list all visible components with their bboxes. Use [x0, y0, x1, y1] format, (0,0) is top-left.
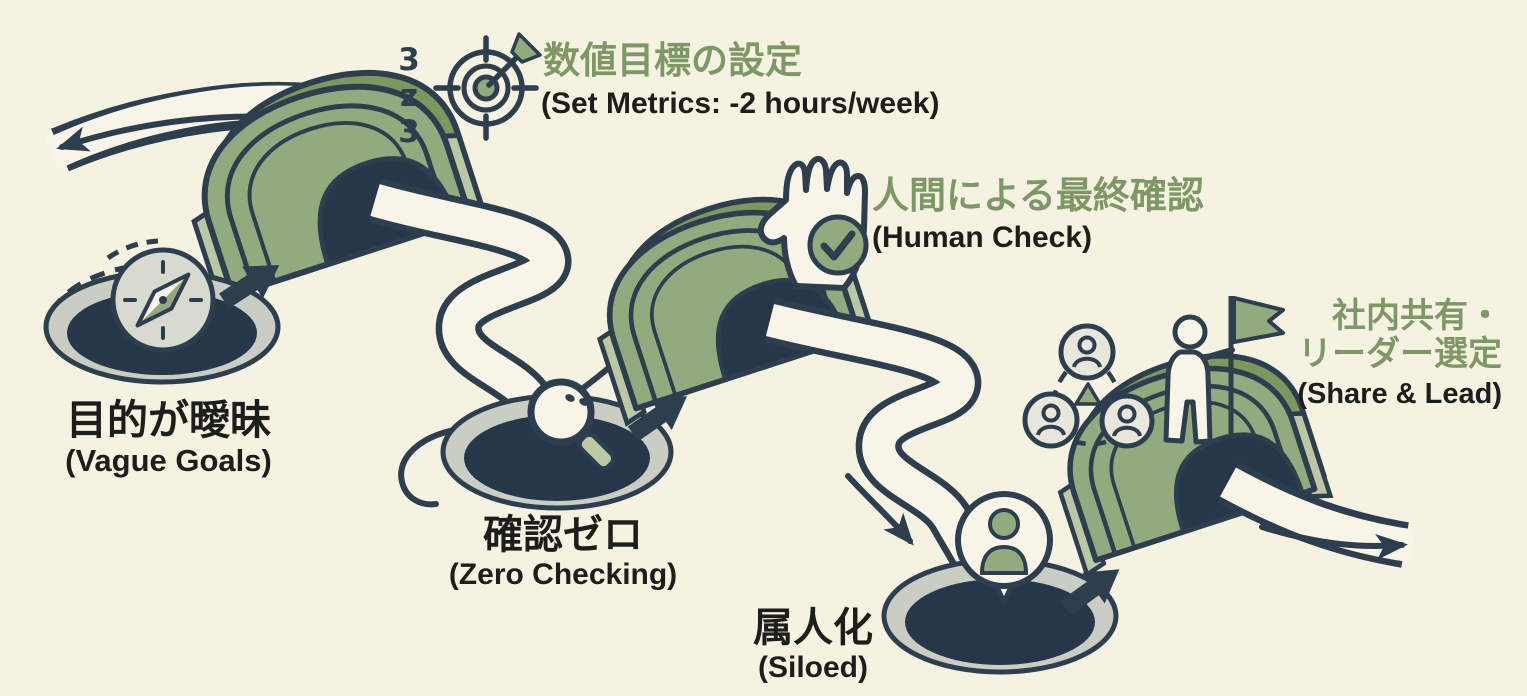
pitfall-hole-3 [881, 491, 1119, 675]
network-member [1099, 393, 1155, 449]
exit-direction-arrow [1259, 524, 1408, 560]
check-mark [820, 230, 856, 261]
flag-leader-icon [1163, 296, 1285, 445]
network-member [1058, 323, 1116, 381]
zzz-char: 3 [398, 114, 420, 150]
path-segment-2 [764, 297, 995, 571]
pitfall-1-label-en: (Vague Goals) [65, 442, 272, 478]
solution-3-title: 社内共有・ リーダー選定 (Share & Lead) [1262, 297, 1502, 411]
bridge-1 [164, 44, 487, 311]
person-bubble-icon [955, 491, 1053, 608]
pitfall-1-label-jp: 目的が曖昧 [66, 397, 271, 443]
solution-3-title-en: (Share & Lead) [1297, 378, 1502, 411]
pitfall-3-label-jp: 属人化 [753, 606, 873, 650]
zzz-char: z [399, 78, 419, 114]
pitfall-2-label-en: (Zero Checking) [448, 557, 678, 591]
solution-2-title-en: (Human Check) [872, 221, 1093, 254]
solution-2-title-jp: 人間による最終確認 [872, 175, 1204, 216]
pitfall-hole-1 [43, 238, 290, 385]
pitfall-3-label: 属人化 (Siloed) [723, 606, 903, 684]
magnifier-icon [527, 378, 616, 471]
pitfall-2-label-jp: 確認ゼロ [483, 513, 643, 557]
zzz-char: 3 [398, 42, 420, 78]
network-member [1022, 391, 1080, 449]
pitfall-2-label: 確認ゼロ (Zero Checking) [428, 513, 698, 591]
mid-direction-arrow [845, 473, 914, 546]
pitfall-hole-2 [440, 378, 698, 511]
pitfall-3-label-en: (Siloed) [758, 650, 868, 684]
zzz-marks: 3 z 3 [392, 42, 426, 150]
path-curl-decoration [398, 425, 469, 508]
solution-3-title-jp-line2: リーダー選定 [1298, 335, 1502, 374]
pitfall-1-label: 目的が曖昧 (Vague Goals) [36, 397, 301, 479]
solution-1-title-en: (Set Metrics: -2 hours/week) [541, 87, 940, 120]
compass-icon [106, 238, 216, 353]
team-network-icon [1022, 323, 1155, 449]
solution-3-title-jp-line1: 社内共有・ [1332, 297, 1502, 335]
target-dart-icon [433, 32, 542, 141]
solution-1-title-jp: 数値目標の設定 [543, 40, 802, 81]
hand-check-icon [757, 156, 869, 291]
path-segment-exit [1216, 461, 1416, 568]
